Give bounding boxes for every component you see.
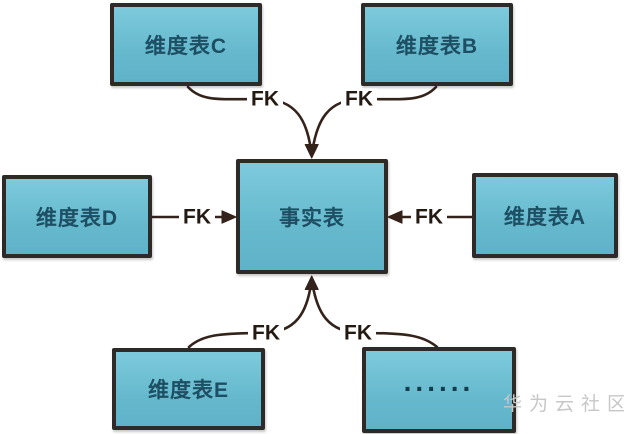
- fk-label-a: FK: [411, 206, 447, 228]
- fk-label-b: FK: [341, 88, 377, 110]
- fk-label-e: FK: [248, 322, 284, 344]
- fk-label-ellipsis: FK: [340, 322, 376, 344]
- arrowhead-bottom-icon: [304, 275, 319, 290]
- dimension-table-ellipsis-label: ......: [403, 366, 475, 397]
- dimension-table-d-node: 维度表D: [2, 175, 152, 258]
- dimension-table-a-node: 维度表A: [472, 173, 618, 258]
- dimension-table-c-node: 维度表C: [110, 3, 262, 86]
- dimension-table-b-node: 维度表B: [361, 3, 513, 86]
- dimension-table-ellipsis-node: ......: [362, 347, 516, 433]
- dimension-table-e-label: 维度表E: [147, 379, 229, 402]
- fact-table-label: 事实表: [279, 206, 345, 230]
- arrowhead-left-icon: [221, 210, 237, 224]
- dimension-table-c-label: 维度表C: [144, 34, 228, 58]
- fk-label-d: FK: [179, 206, 215, 228]
- arrowhead-right-icon: [387, 210, 403, 224]
- arrowhead-top-icon: [304, 144, 319, 159]
- watermark-text: 华为云社区: [503, 394, 624, 415]
- dimension-table-d-label: 维度表D: [35, 206, 119, 230]
- fact-table-node: 事实表: [236, 159, 388, 274]
- dimension-table-a-label: 维度表A: [503, 205, 587, 229]
- fk-label-c: FK: [247, 88, 283, 110]
- dimension-table-e-node: 维度表E: [112, 348, 265, 430]
- dimension-table-b-label: 维度表B: [395, 34, 479, 58]
